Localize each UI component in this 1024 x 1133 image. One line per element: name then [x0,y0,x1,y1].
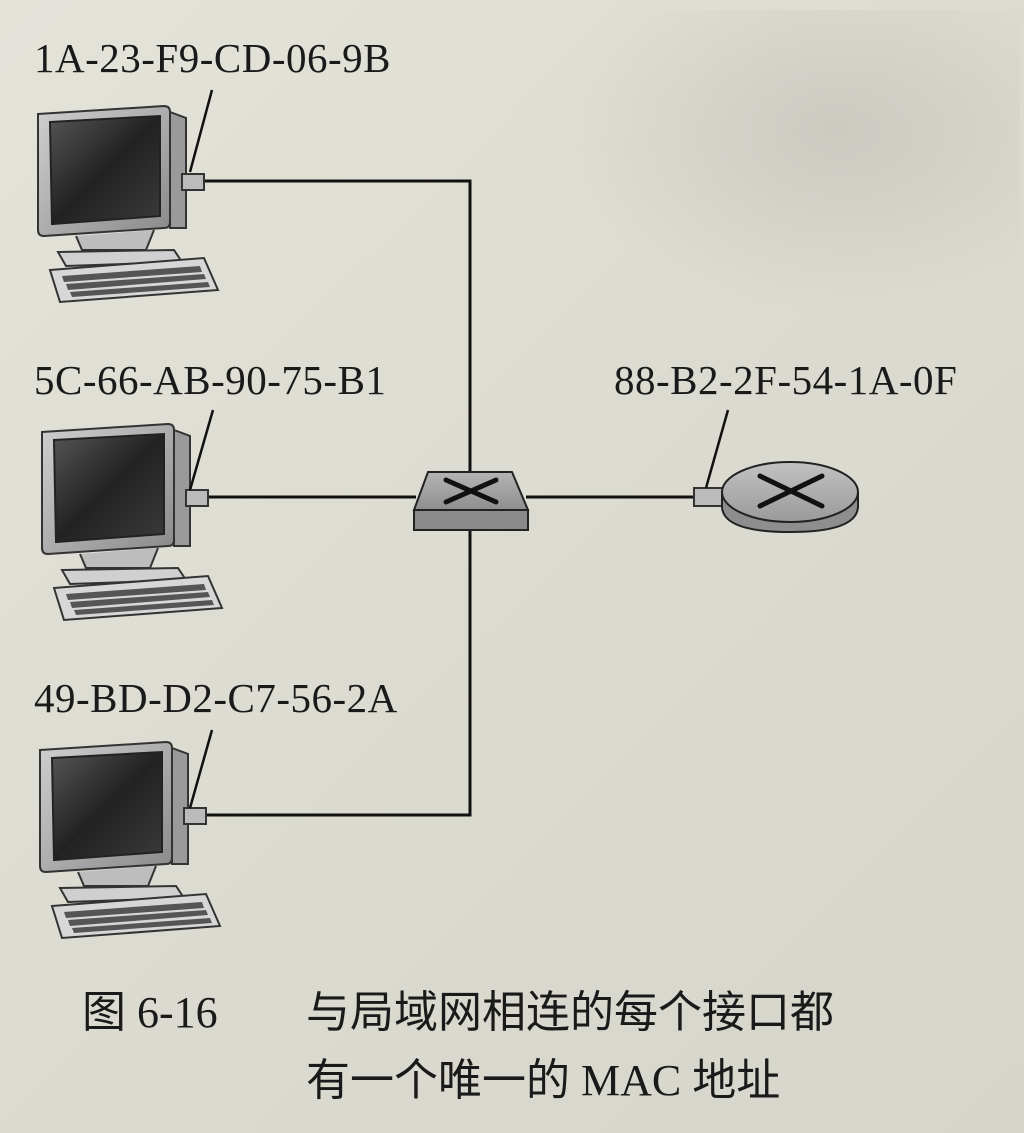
host-computer-2 [41,423,223,621]
label-pointer-2 [188,409,215,491]
switch-x-icon [443,477,499,505]
host-computer-1 [37,105,219,303]
figure-number: 图 6-16 [82,988,218,1037]
host-computer-3 [39,741,221,939]
cable-host-1 [204,179,472,482]
router-port [693,487,725,507]
background-bleed-through [560,10,1020,310]
caption-line-1: 与局域网相连的每个接口都 [306,988,834,1037]
caption-line-2: 有一个唯一的 MAC 地址 [306,1056,781,1105]
cables [204,179,694,817]
router [693,461,859,534]
host-1-mac-label: 1A-23-F9-CD-06-9B [34,35,391,81]
cable-host-3 [204,528,472,817]
host-2-mac-label: 5C-66-AB-90-75-B1 [34,357,387,403]
router-x-icon [757,473,825,509]
nic-port-3 [183,807,207,825]
nic-port-1 [181,173,205,191]
label-pointer-1 [188,89,214,173]
router-label-pointer [704,409,730,489]
nic-port-2 [185,489,209,507]
host-3-mac-label: 49-BD-D2-C7-56-2A [34,675,398,721]
label-pointer-3 [188,729,214,809]
router-mac-label: 88-B2-2F-54-1A-0F [614,357,958,403]
switch [412,471,530,531]
